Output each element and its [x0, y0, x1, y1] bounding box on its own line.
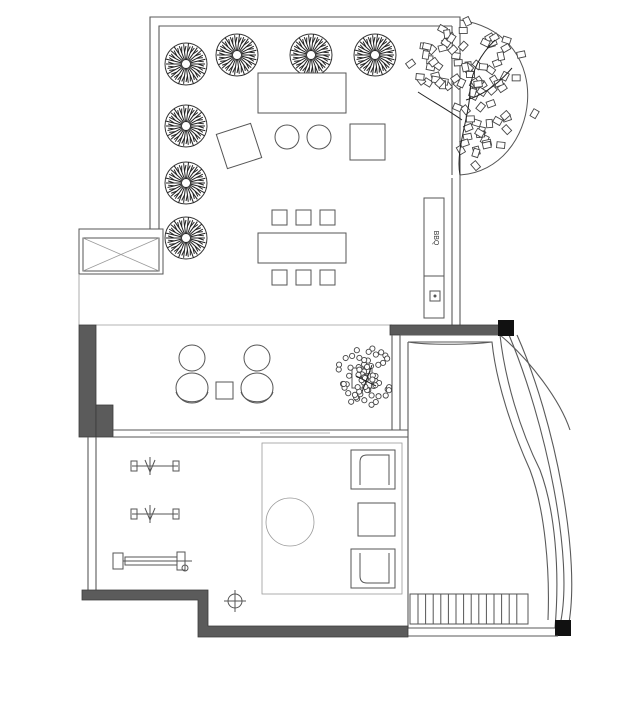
curved-balcony — [400, 320, 573, 637]
potted-shrub-icon — [164, 42, 208, 86]
staircase — [409, 593, 529, 625]
lower-walls — [81, 437, 409, 638]
potted-shrub-icon — [215, 33, 259, 77]
potted-shrub-icon — [164, 161, 208, 205]
bbq-label: BBQ — [432, 231, 439, 246]
column — [555, 620, 571, 636]
drain-icon — [224, 590, 246, 612]
lounge-area — [261, 442, 403, 595]
fitness-equipment-icon — [130, 457, 180, 523]
ornamental-tree-icon — [404, 15, 540, 176]
planter-box — [78, 228, 164, 275]
bar-seating — [175, 344, 274, 404]
dining-set — [257, 209, 347, 286]
column — [498, 320, 514, 336]
dumbbell-bench-icon — [112, 551, 192, 572]
potted-shrub-icon — [289, 33, 333, 77]
potted-shrub-icon — [164, 104, 208, 148]
kitchen-counter — [257, 72, 347, 114]
potted-shrubs — [164, 33, 397, 260]
potted-shrub-icon — [164, 216, 208, 260]
lounge-seating — [215, 122, 386, 170]
potted-shrub-icon — [353, 33, 397, 77]
small-plant-icon — [335, 345, 393, 408]
bbq-counter: BBQ — [423, 197, 445, 319]
